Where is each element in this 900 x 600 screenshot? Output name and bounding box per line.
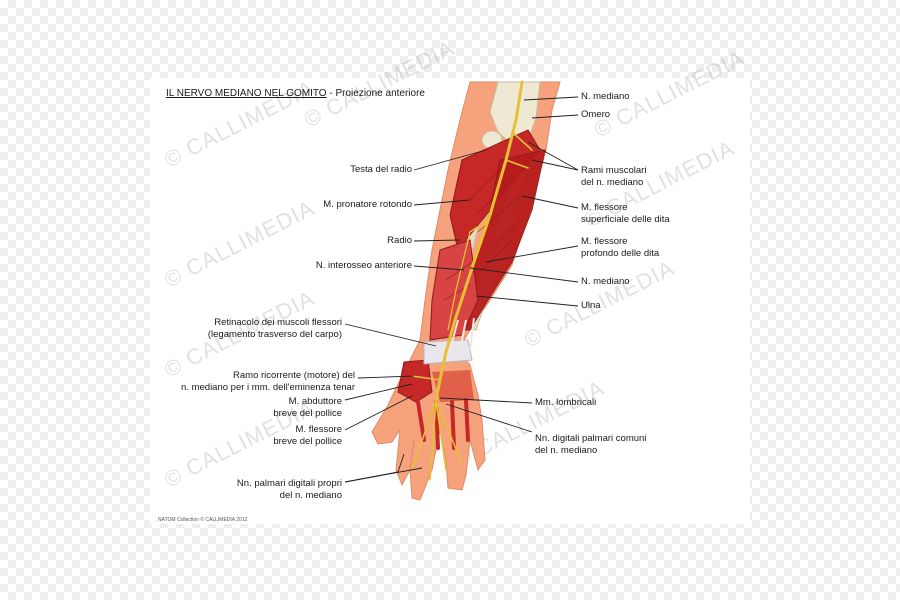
title-sub: - Proiezione anteriore xyxy=(326,88,425,99)
leader-lines xyxy=(344,96,579,483)
label-pronatore-rotondo: M. pronatore rotondo xyxy=(323,199,412,210)
label-omero: Omero xyxy=(581,109,611,120)
label-ulna: Ulna xyxy=(581,300,601,311)
label-retinacolo: Retinacolo dei muscoli flessori(legament… xyxy=(207,317,342,340)
palm-muscles xyxy=(432,370,474,402)
label-n-mediano-top: N. mediano xyxy=(581,91,630,102)
label-n-mediano-mid: N. mediano xyxy=(581,276,630,287)
median-nerve-branches xyxy=(411,131,533,481)
label-testa-radio: Testa del radio xyxy=(350,164,412,175)
diagram-title: IL NERVO MEDIANO NEL GOMITO - Proiezione… xyxy=(166,88,425,99)
lumbrical-muscles xyxy=(416,398,470,450)
title-main: IL NERVO MEDIANO NEL GOMITO xyxy=(166,88,327,99)
anterior-interosseous-nerve xyxy=(447,231,471,331)
label-lombricali: Mm. lombricali xyxy=(535,397,597,408)
flexor-tendons xyxy=(449,317,475,351)
label-interosseo-anteriore: N. interosseo anteriore xyxy=(315,260,412,271)
label-radio: Radio xyxy=(387,235,412,246)
credit-line: NATOM Collection © CALLIMEDIA 2012 xyxy=(158,517,248,523)
